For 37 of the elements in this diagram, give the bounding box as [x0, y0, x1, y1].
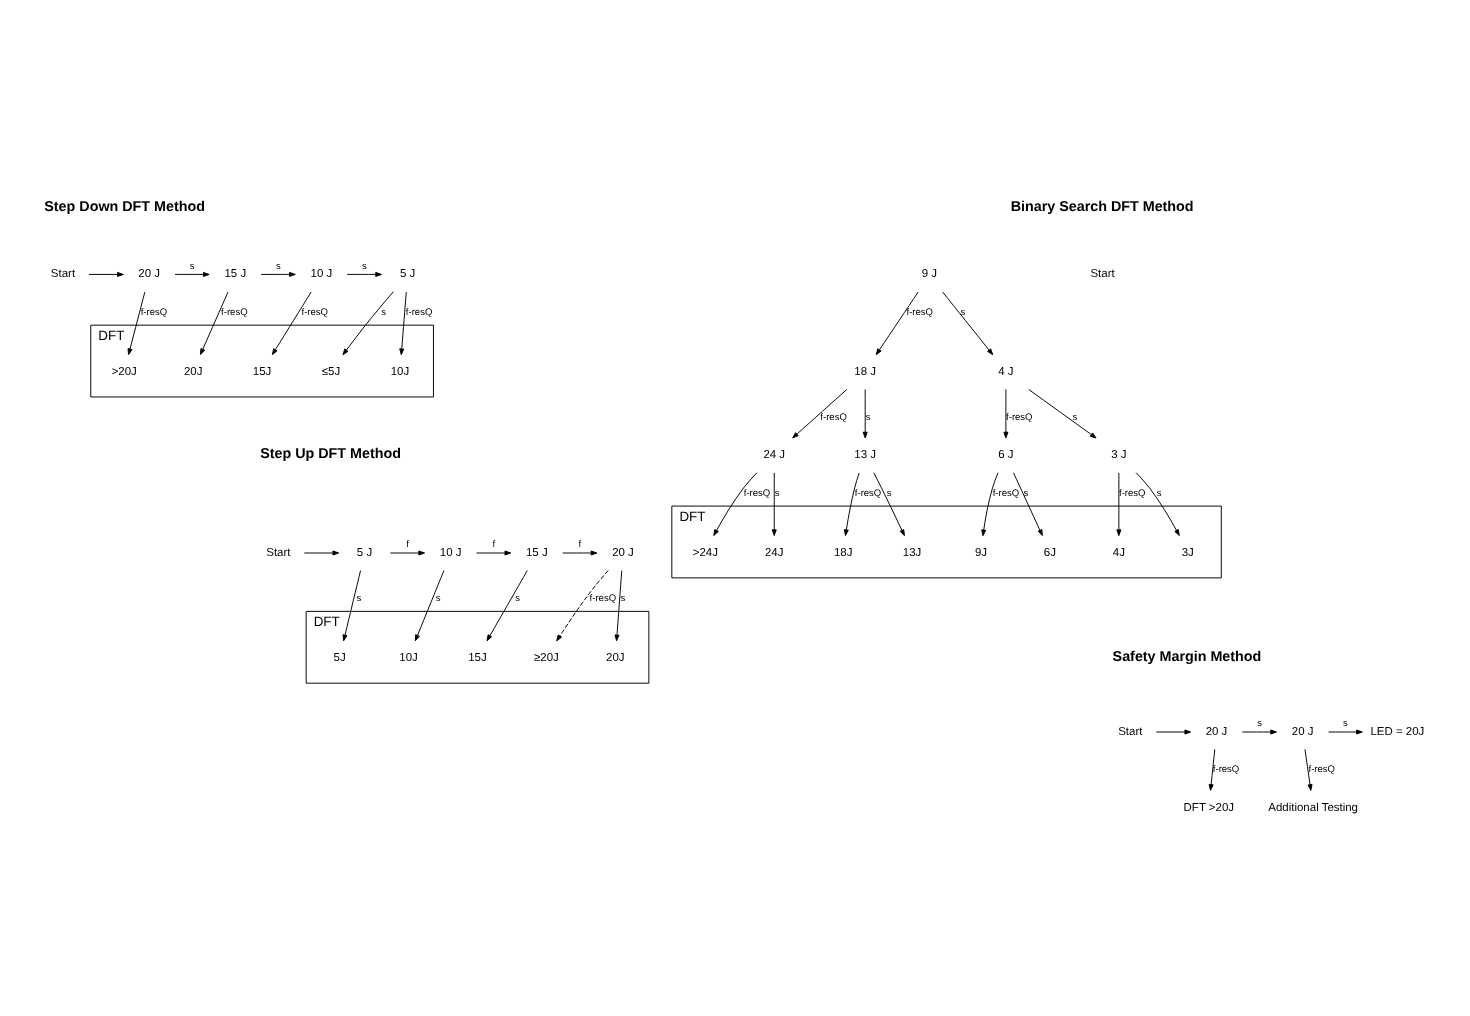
- arrow: [942, 291, 994, 356]
- arrow: [862, 389, 868, 439]
- arrow: [260, 271, 296, 277]
- arrow: [981, 472, 999, 537]
- arrow: [414, 570, 445, 642]
- arrow: [389, 550, 426, 556]
- arrow: [127, 291, 146, 356]
- arrow: [1304, 748, 1313, 791]
- arrow: [562, 550, 598, 556]
- arrow: [303, 550, 340, 556]
- arrow: [873, 472, 905, 537]
- arrow: [1028, 389, 1097, 439]
- arrow: [199, 291, 229, 356]
- arrow: [174, 271, 210, 277]
- arrow: [713, 472, 758, 537]
- arrow: [771, 472, 777, 537]
- arrow: [399, 291, 407, 356]
- arrow: [1135, 472, 1180, 537]
- arrow: [1116, 472, 1122, 537]
- arrow: [556, 569, 609, 642]
- arrow: [342, 291, 394, 356]
- arrow: [1003, 389, 1009, 439]
- arrow: [342, 570, 362, 642]
- arrow: [486, 570, 528, 642]
- arrow: [1155, 729, 1192, 735]
- arrow: [346, 271, 382, 277]
- arrow: [614, 570, 623, 642]
- arrow: [88, 271, 124, 277]
- arrow: [271, 291, 312, 356]
- arrow: [1241, 729, 1277, 735]
- arrow: [875, 291, 919, 356]
- arrow: [1208, 748, 1216, 791]
- arrow: [1328, 729, 1363, 735]
- arrow: [843, 472, 860, 537]
- arrow: [1013, 472, 1043, 537]
- arrow: [792, 389, 848, 439]
- arrow: [476, 550, 512, 556]
